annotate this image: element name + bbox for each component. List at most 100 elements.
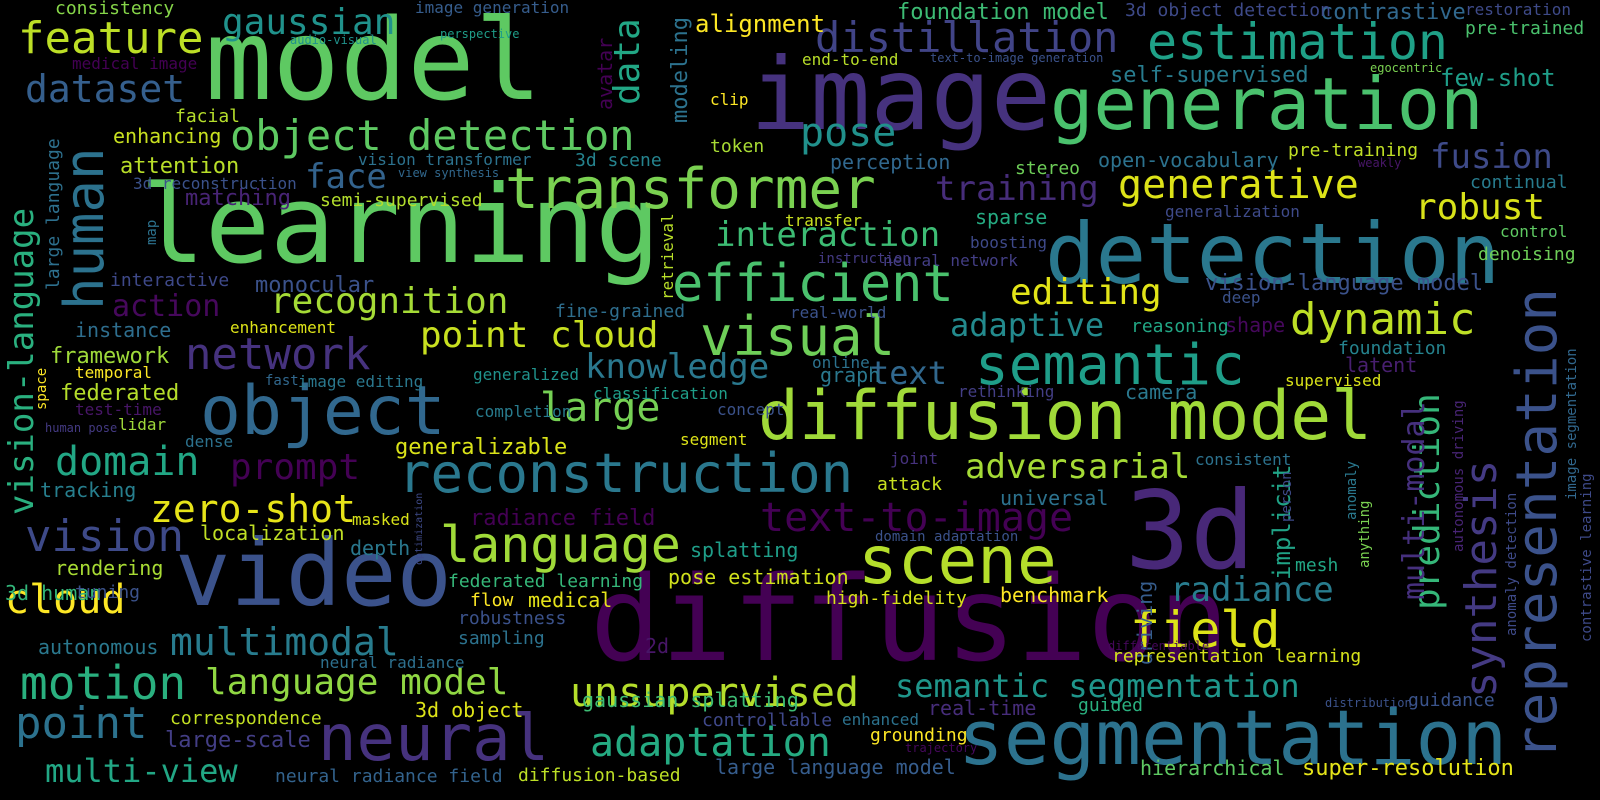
word-cloud-term: diffusion model: [758, 377, 1373, 456]
word-cloud-term: universal: [1000, 486, 1109, 510]
word-cloud-term: generalization: [1165, 202, 1300, 221]
word-cloud-term: visual: [700, 305, 896, 368]
word-cloud-term: point: [15, 698, 148, 749]
word-cloud-term: cloud: [5, 577, 126, 623]
word-cloud-term: map: [144, 219, 160, 245]
word-cloud-term: pre-trained: [1465, 18, 1585, 39]
word-cloud-term: generation: [1050, 62, 1484, 146]
word-cloud-term: large language: [43, 138, 64, 290]
word-cloud-term: vision transformer: [358, 150, 532, 169]
word-cloud-term: matching: [185, 186, 291, 211]
word-cloud-term: neural radiance: [320, 653, 465, 672]
word-cloud-term: large language model: [715, 755, 956, 779]
word-cloud-term: vision: [25, 511, 184, 562]
word-cloud-term: mesh: [1295, 555, 1339, 576]
word-cloud-term: motion: [20, 656, 187, 710]
word-cloud-term: radiance: [1170, 570, 1334, 610]
word-cloud-term: 3d: [1125, 469, 1256, 594]
word-cloud-term: concept: [717, 400, 785, 419]
word-cloud-term: reconstruction: [398, 442, 854, 505]
word-cloud-term: tuning: [75, 582, 141, 603]
word-cloud-term: benchmark: [1000, 583, 1109, 607]
word-cloud-term: weakly: [1358, 156, 1402, 170]
word-cloud-term: joint: [890, 449, 939, 468]
word-cloud-term: end-to-end: [802, 50, 899, 69]
word-cloud-term: temporal: [75, 363, 153, 382]
word-cloud-term: text: [870, 354, 948, 392]
word-cloud-term: transformer: [505, 157, 876, 222]
word-cloud-term: contrastive: [1320, 0, 1466, 25]
word-cloud-term: object: [200, 372, 446, 451]
word-cloud-term: learning: [140, 163, 661, 288]
word-cloud-term: pre-training: [1288, 140, 1419, 161]
word-cloud-term: flow: [470, 590, 514, 611]
word-cloud-term: anything: [1357, 500, 1373, 568]
word-cloud-term: guidance: [1408, 690, 1495, 711]
word-cloud-term: contrastive learning: [1579, 473, 1595, 642]
word-cloud-term: gaussian splatting: [582, 688, 799, 712]
word-cloud-term: few-shot: [1440, 64, 1556, 92]
word-cloud-term: super-resolution: [1302, 756, 1514, 781]
word-cloud-term: generative: [1118, 162, 1359, 208]
word-cloud-term: alignment: [695, 10, 826, 38]
word-cloud-term: editing: [1010, 272, 1162, 313]
word-cloud-term: test-time: [75, 400, 162, 419]
word-cloud-term: dense: [185, 432, 234, 451]
word-cloud-term: enhancement: [230, 318, 336, 337]
word-cloud-term: perception: [830, 150, 951, 174]
word-cloud-term: anomaly: [1344, 460, 1360, 520]
word-cloud-term: segment: [680, 430, 748, 449]
word-cloud-term: diffusion: [590, 550, 1230, 688]
word-cloud-term: attack: [877, 474, 943, 495]
word-cloud-term: neural: [318, 702, 550, 776]
word-cloud-term: language model: [205, 662, 509, 703]
word-cloud-term: robust: [1415, 187, 1546, 228]
word-cloud-term: correspondence: [170, 708, 322, 729]
word-cloud-term: clip: [710, 90, 749, 109]
word-cloud-term: robustness: [458, 608, 567, 629]
word-cloud-term: zero-shot: [150, 487, 356, 531]
word-cloud-term: view synthesis: [398, 166, 500, 180]
word-cloud-term: semantic: [975, 333, 1245, 398]
word-cloud-term: 3d object: [415, 698, 524, 722]
word-cloud-term: denoising: [1478, 244, 1576, 265]
word-cloud-term: latent: [1345, 353, 1418, 377]
word-cloud-term: differentiable: [1108, 639, 1210, 653]
word-cloud-term: real-world: [790, 303, 887, 322]
word-cloud-term: localization: [200, 521, 345, 545]
word-cloud-term: online: [812, 353, 870, 372]
word-cloud-term: instance: [75, 318, 172, 342]
word-cloud-term: high-fidelity: [826, 588, 967, 609]
word-cloud-term: segmentation: [958, 693, 1508, 782]
word-cloud-term: autonomous driving: [1451, 400, 1467, 552]
word-cloud-term: restoration: [1465, 0, 1571, 19]
word-cloud-term: audio-visual: [290, 33, 377, 47]
word-cloud-term: completion: [475, 402, 572, 421]
word-cloud-term: classification: [593, 384, 728, 403]
word-cloud-term: interaction: [715, 215, 941, 255]
word-cloud-term: gaussian: [222, 2, 396, 43]
word-cloud-term: guided: [1078, 695, 1144, 716]
word-cloud-term: efficient: [672, 254, 954, 314]
word-cloud-term: trajectory: [905, 741, 978, 755]
word-cloud-term: image segmentation: [1564, 348, 1580, 500]
word-cloud-term: image editing: [298, 372, 424, 391]
word-cloud-term: boosting: [970, 233, 1048, 252]
word-cloud-term: control: [1500, 222, 1568, 241]
word-cloud-term: perspective: [440, 27, 520, 41]
word-cloud-term: rethinking: [958, 382, 1055, 401]
word-cloud-term: modeling: [668, 17, 693, 123]
word-cloud-term: knowledge: [585, 347, 770, 387]
word-cloud-term: radiance field: [470, 506, 656, 531]
word-cloud-term: video: [175, 520, 452, 627]
word-cloud-term: federated learning: [448, 571, 644, 592]
word-cloud-term: foundation: [1338, 338, 1447, 359]
word-cloud-term: 3d reconstruction: [133, 174, 297, 193]
word-cloud-term: framework: [50, 344, 170, 369]
word-cloud-term: language: [440, 516, 681, 574]
word-cloud-term: adaptive: [950, 306, 1105, 344]
word-cloud-term: diffusion-based: [518, 765, 681, 786]
word-cloud-term: fine-grained: [555, 301, 686, 322]
word-cloud-term: instruction: [818, 251, 911, 267]
